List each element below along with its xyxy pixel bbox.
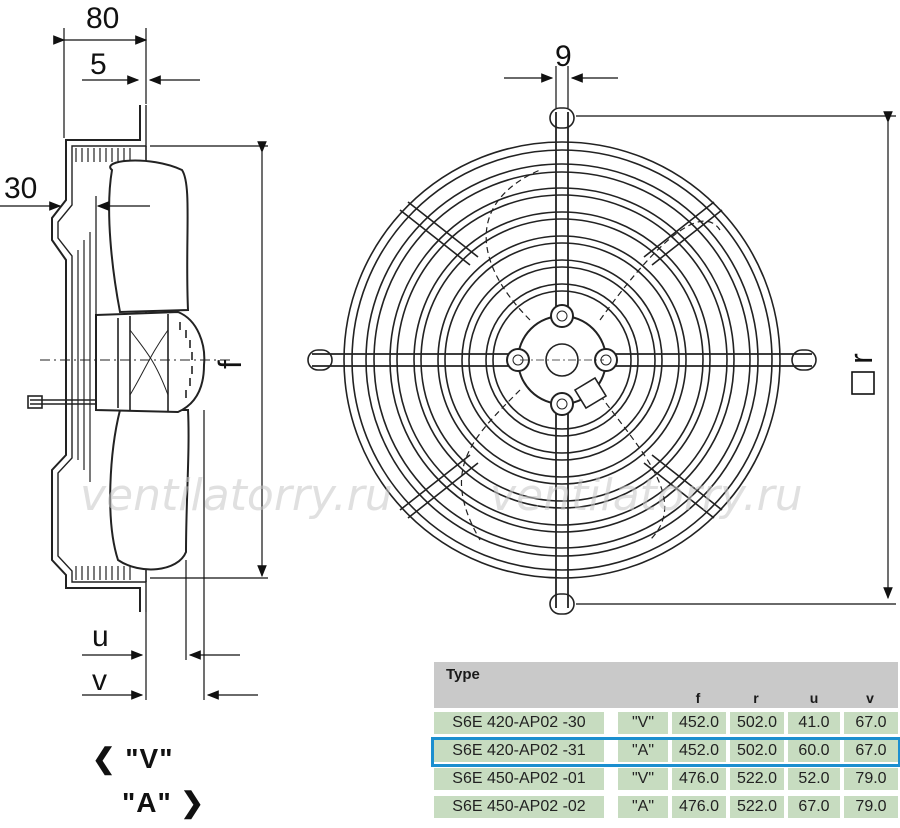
cell-dir: "V"	[618, 768, 668, 790]
dim-v-label: v	[92, 664, 107, 697]
cell-dir: "A"	[618, 740, 668, 762]
cell-f: 452.0	[672, 712, 726, 734]
cell-v: 79.0	[844, 768, 898, 790]
front-view	[307, 107, 817, 615]
cell-v: 67.0	[844, 712, 898, 734]
header-r: r	[753, 690, 759, 706]
side-view	[27, 105, 230, 612]
dim-r-label: r	[842, 353, 879, 364]
cell-r: 522.0	[730, 796, 784, 818]
watermark-right: ventilatorry.ru	[490, 470, 803, 521]
cell-v: 67.0	[844, 740, 898, 762]
cell-r: 522.0	[730, 768, 784, 790]
table-title: Type	[446, 666, 480, 683]
cell-r: 502.0	[730, 740, 784, 762]
cell-v: 79.0	[844, 796, 898, 818]
header-v: v	[866, 690, 874, 706]
cell-type: S6E 450-AP02 -01	[434, 768, 604, 790]
airflow-a-label: "A" ❯	[122, 787, 206, 818]
cell-f: 476.0	[672, 796, 726, 818]
watermark-left: ventilatorry.ru	[80, 470, 393, 521]
header-f: f	[695, 690, 701, 706]
cell-u: 67.0	[788, 796, 840, 818]
airflow-v-label: ❮ "V"	[92, 743, 174, 774]
cell-u: 41.0	[788, 712, 840, 734]
table-header: Type f r u v	[434, 662, 898, 708]
dim-5-label: 5	[90, 48, 107, 81]
dim-9-label: 9	[555, 40, 572, 73]
cell-type: S6E 450-AP02 -02	[434, 796, 604, 818]
cell-f: 476.0	[672, 768, 726, 790]
cell-dir: "A"	[618, 796, 668, 818]
dim-u-label: u	[92, 620, 109, 653]
dim-30-label: 30	[4, 172, 37, 205]
header-u: u	[809, 690, 819, 706]
cell-u: 52.0	[788, 768, 840, 790]
cell-u: 60.0	[788, 740, 840, 762]
cell-r: 502.0	[730, 712, 784, 734]
dim-80-label: 80	[86, 2, 119, 35]
cell-dir: "V"	[618, 712, 668, 734]
cell-f: 452.0	[672, 740, 726, 762]
cell-type: S6E 420-AP02 -31	[434, 740, 604, 762]
cell-type: S6E 420-AP02 -30	[434, 712, 604, 734]
dim-f-label: f	[211, 360, 248, 369]
